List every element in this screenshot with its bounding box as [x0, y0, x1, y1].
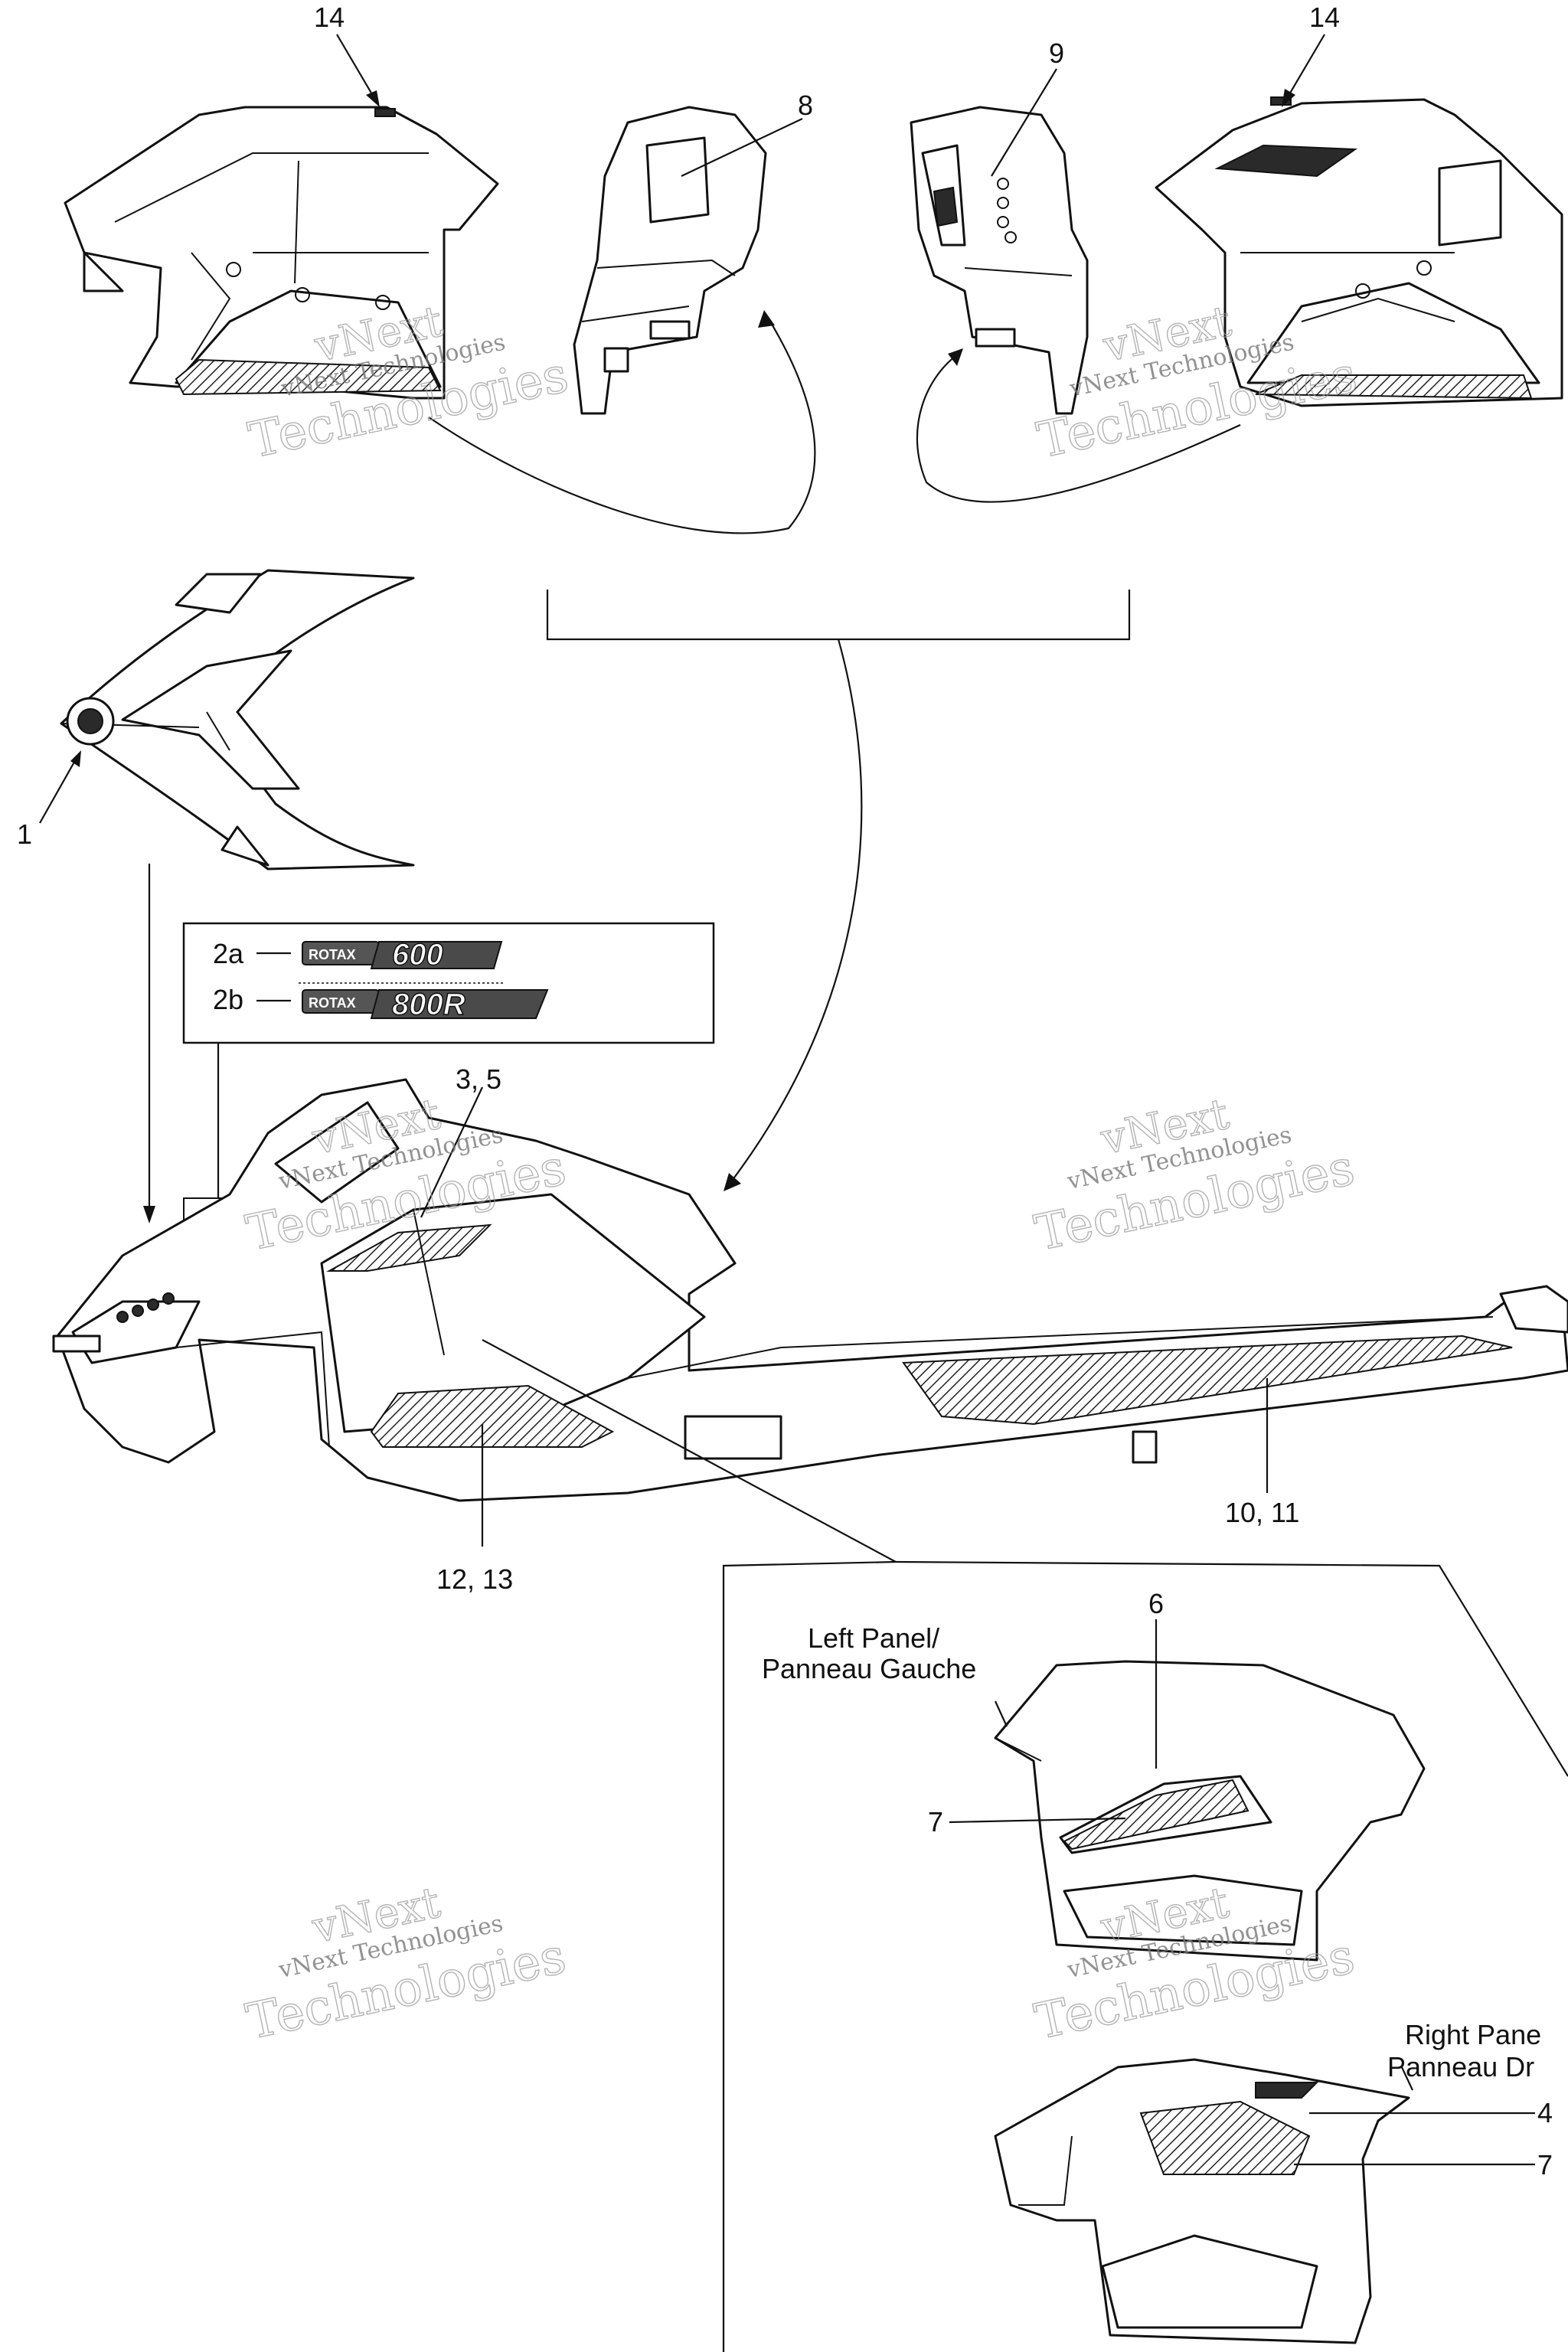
engine-decal-box	[182, 922, 715, 1044]
callout-2b: 2b	[213, 984, 243, 1015]
callout-10-11: 10, 11	[1225, 1497, 1299, 1528]
callout-6: 6	[1148, 1588, 1164, 1619]
sled-body	[52, 1078, 1568, 1502]
right-panel-label-fr: Panneau Dr	[1387, 2051, 1534, 2082]
rotax-600-decal	[302, 941, 503, 969]
rotax-800r-decal	[302, 989, 549, 1019]
callout-14-right: 14	[1309, 2, 1340, 33]
engine-600-label: 600	[392, 938, 443, 972]
watermark-mid-right: vNext vNext Technologies Technologies	[1030, 1089, 1360, 1263]
left-panel-label-fr: Panneau Gauche	[762, 1653, 976, 1684]
callout-12-13: 12, 13	[436, 1563, 513, 1595]
right-panel-label-en: Right Pane	[1405, 2019, 1541, 2050]
upper-console-left	[573, 106, 767, 415]
callout-9: 9	[1049, 38, 1064, 69]
side-panel-right-top	[1155, 96, 1563, 407]
callout-7-right: 7	[1537, 2149, 1553, 2180]
callout-4: 4	[1537, 2097, 1553, 2128]
callout-8: 8	[798, 90, 813, 121]
hood	[60, 569, 415, 871]
rotax-800r-label: ROTAX	[309, 995, 356, 1011]
callout-1: 1	[17, 818, 32, 850]
callout-2a: 2a	[213, 938, 244, 969]
engine-800r-label: 800R	[392, 988, 466, 1021]
watermark-mid-left: vNext vNext Technologies Technologies	[241, 1089, 571, 1263]
rotax-600-label: ROTAX	[309, 947, 356, 962]
callout-3-5: 3, 5	[456, 1063, 501, 1095]
callout-14-left: 14	[314, 2, 345, 33]
inset-right-panel	[994, 2058, 1410, 2344]
callout-7-left: 7	[928, 1806, 943, 1838]
watermark-bottom-left: vNext vNext Technologies Technologies	[241, 1877, 571, 2052]
side-panel-left-top	[64, 106, 499, 400]
inset-left-panel	[994, 1660, 1426, 1962]
left-panel-label-en: Left Panel/	[808, 1622, 939, 1654]
upper-console-right	[910, 106, 1089, 415]
